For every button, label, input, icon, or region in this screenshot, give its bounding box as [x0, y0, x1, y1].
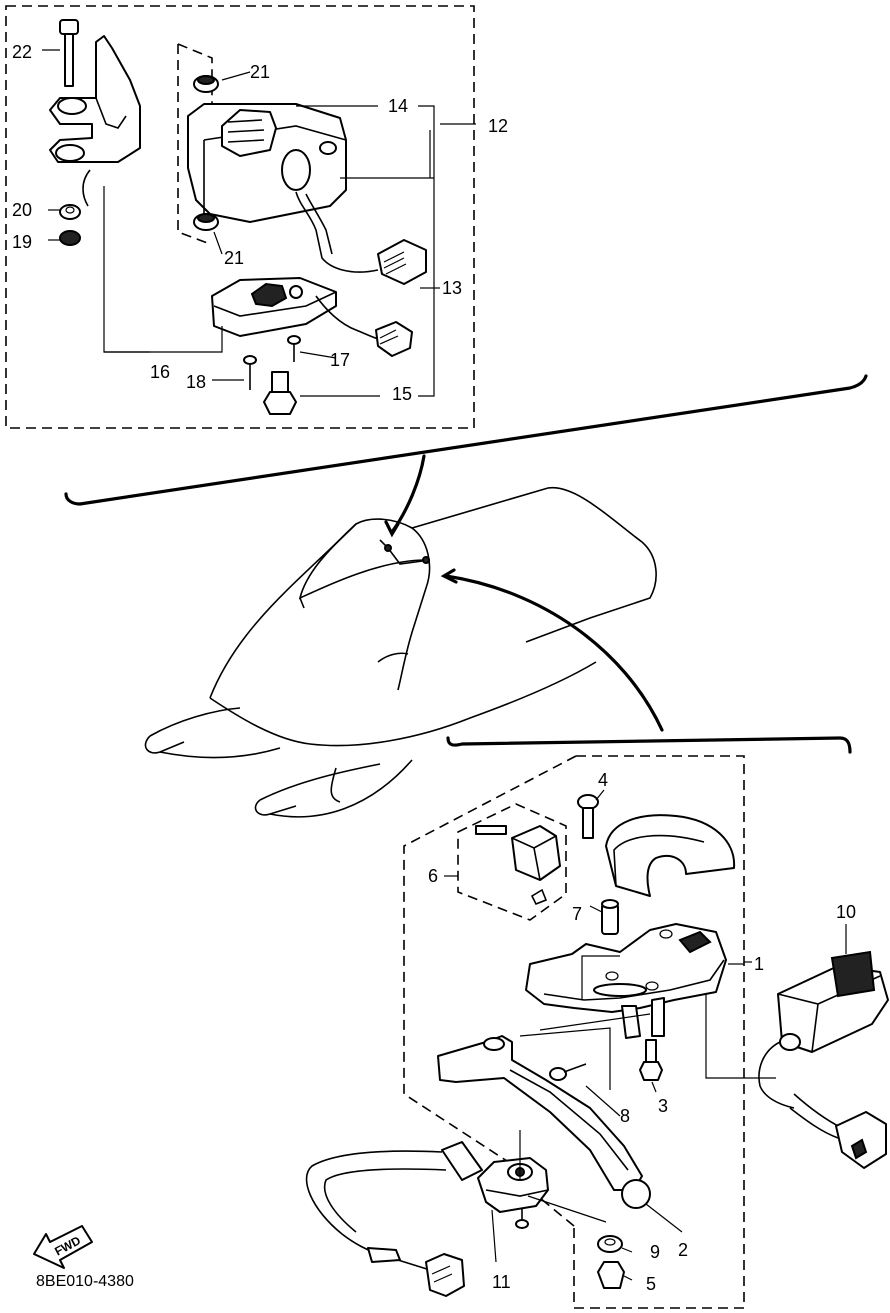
brake-lever	[437, 1035, 651, 1209]
screw-17	[287, 335, 301, 362]
mounting-bracket	[49, 35, 141, 207]
switch-housing	[187, 103, 379, 273]
callout-1: 1	[754, 954, 764, 974]
bolt-22	[59, 19, 79, 87]
callout-21-top: 21	[250, 62, 270, 82]
washer-9	[597, 1235, 623, 1253]
nut-19	[59, 230, 81, 246]
callout-8: 8	[620, 1106, 630, 1126]
callout-9: 9	[650, 1242, 660, 1262]
callout-22: 22	[12, 42, 32, 62]
connector-14	[377, 239, 427, 285]
callout-5: 5	[646, 1274, 656, 1294]
lower-leader-lines	[444, 789, 847, 1281]
drawing-code: 8BE010-4380	[36, 1273, 134, 1290]
lever-bracket	[525, 923, 727, 1039]
callout-labels: 22 21 14 12 20 19 21 13 17 16 18 15 4 6 …	[12, 42, 856, 1294]
collar-7	[601, 899, 619, 935]
callout-20: 20	[12, 200, 32, 220]
grommet-21-bottom	[193, 213, 219, 231]
forward-arrow-icon: FWD	[33, 1225, 93, 1269]
grommet-21-top	[193, 75, 219, 93]
nut-20	[59, 204, 81, 220]
callout-14: 14	[388, 96, 408, 116]
callout-17: 17	[330, 350, 350, 370]
connector-10	[758, 950, 889, 1169]
switch-6	[475, 825, 561, 906]
callout-6: 6	[428, 866, 438, 886]
callout-13: 13	[442, 278, 462, 298]
bolt-15	[263, 371, 297, 415]
screw-4	[577, 794, 599, 839]
callout-15: 15	[392, 384, 412, 404]
callout-19: 19	[12, 232, 32, 252]
lower-assembly-boundary	[403, 755, 745, 1309]
brake-switch-11	[305, 1141, 549, 1297]
bolt-3	[639, 1039, 663, 1081]
callout-21-bottom: 21	[224, 248, 244, 268]
switch-base	[211, 277, 389, 343]
nut-5	[597, 1261, 625, 1289]
connector-13	[375, 321, 413, 357]
callout-4: 4	[598, 770, 608, 790]
snowmobile-overview	[64, 374, 868, 818]
callout-12: 12	[488, 116, 508, 136]
screw-18	[243, 355, 257, 390]
callout-18: 18	[186, 372, 206, 392]
screw-8	[549, 1063, 587, 1081]
upper-leader-lines	[42, 49, 476, 397]
callout-7: 7	[572, 904, 582, 924]
callout-3: 3	[658, 1096, 668, 1116]
callout-11: 11	[492, 1272, 511, 1292]
lever-cover	[605, 814, 736, 897]
callout-2: 2	[678, 1240, 688, 1260]
callout-16: 16	[150, 362, 170, 382]
callout-10: 10	[836, 902, 856, 922]
